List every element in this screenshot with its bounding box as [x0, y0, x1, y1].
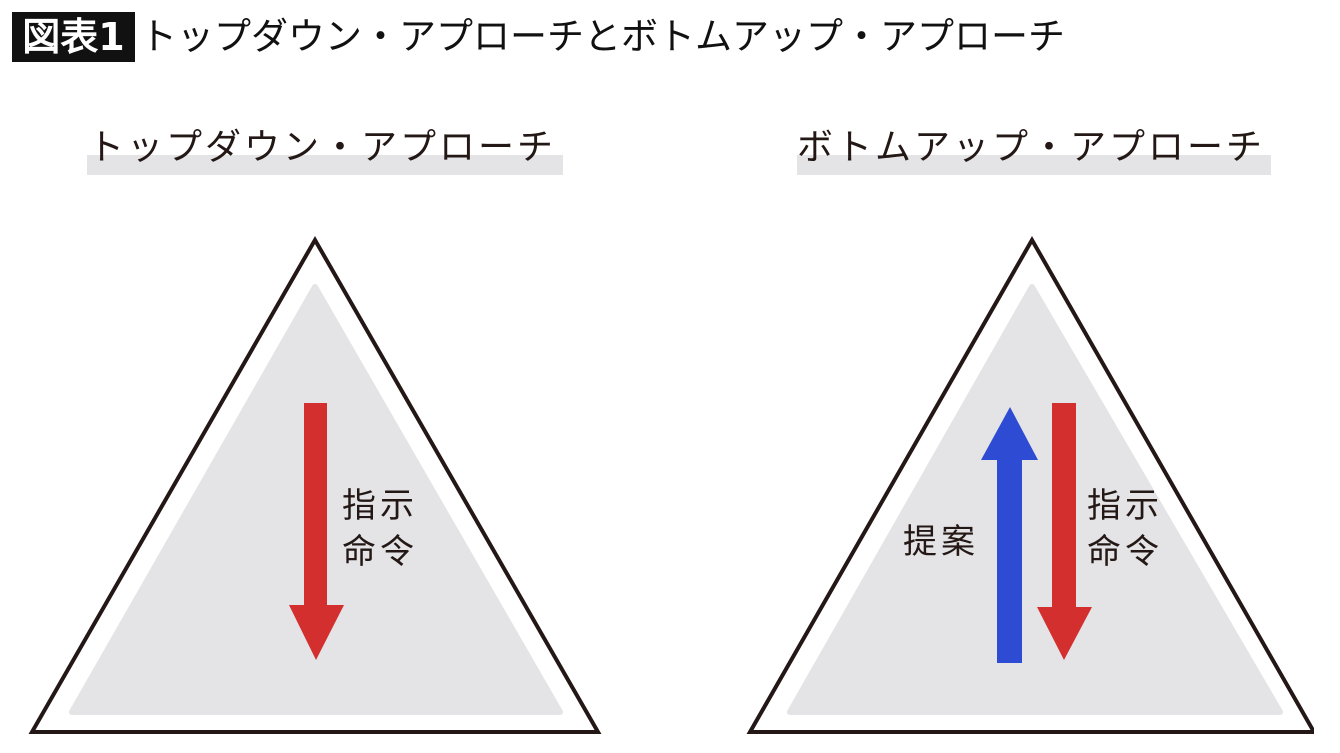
left-diagram-title: トップダウン・アプローチ — [88, 127, 557, 168]
left-down-arrow — [289, 403, 344, 660]
left-instruction-label-1: 指示 — [342, 486, 418, 526]
right-up-arrow — [981, 407, 1038, 663]
left-title-underbar — [87, 155, 563, 175]
figure-title: トップダウン・アプローチとボトムアップ・アプローチ — [140, 15, 1065, 58]
left-instruction-label-2: 命令 — [342, 532, 418, 572]
figure-label: 図表1 — [12, 12, 135, 62]
right-title-underbar — [797, 155, 1271, 175]
right-pyramid-fill — [787, 284, 1283, 715]
right-instruction-label-1: 指示 — [1087, 486, 1163, 526]
right-instruction-label-2: 命令 — [1087, 532, 1163, 572]
right-down-arrow — [1037, 403, 1092, 660]
right-proposal-label: 提案 — [903, 522, 979, 562]
right-diagram-title: ボトムアップ・アプローチ — [797, 127, 1266, 168]
